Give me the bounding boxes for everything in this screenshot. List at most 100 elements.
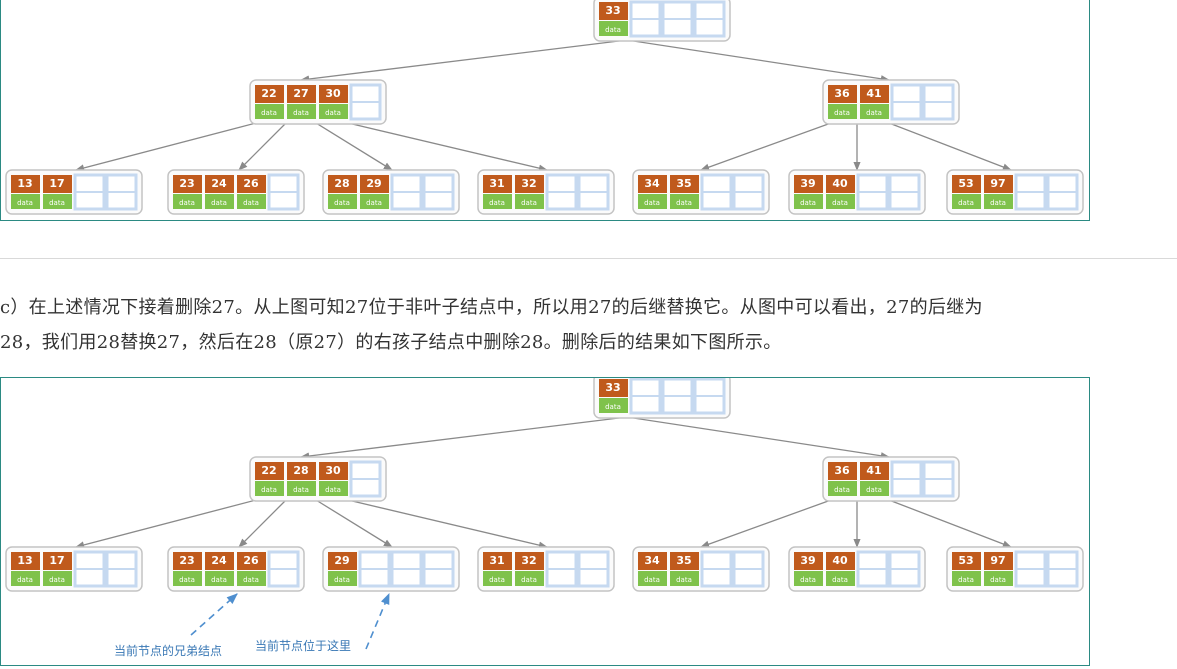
node-data-label: data: [366, 199, 382, 207]
node-data-label: data: [958, 576, 974, 584]
tree-edge: [888, 122, 1012, 171]
node-key: 26: [243, 177, 259, 190]
node-key: 41: [866, 87, 881, 100]
node-key: 53: [958, 177, 973, 190]
separator-line: [0, 258, 1177, 259]
node-data-label: data: [800, 199, 816, 207]
node-data-label: data: [293, 486, 309, 494]
node-key: 97: [990, 554, 1005, 567]
tree-edge: [238, 499, 287, 548]
node-key: 33: [605, 381, 620, 394]
node-key: 28: [293, 464, 308, 477]
node-key: 22: [261, 464, 276, 477]
node-data-label: data: [261, 109, 277, 117]
node-key: 34: [644, 554, 660, 567]
node-key: 26: [243, 554, 259, 567]
tree-edge: [347, 499, 548, 549]
node-data-label: data: [866, 109, 882, 117]
btree-diagram-before: 33 data 22 data 27 data 30 data 36 data 41 data 13 da…: [0, 0, 1090, 221]
tree-edge: [700, 122, 832, 171]
node-key: 39: [800, 554, 815, 567]
paragraph-line-2: 28，我们用28替换27，然后在28（原27）的右孩子结点中删除28。删除后的结…: [0, 332, 782, 353]
node-key: 32: [521, 554, 536, 567]
node-data-label: data: [644, 199, 660, 207]
node-key: 97: [990, 177, 1005, 190]
node-data-label: data: [990, 199, 1006, 207]
node-key: 39: [800, 177, 815, 190]
tree-edge: [300, 39, 628, 83]
node-data-label: data: [605, 26, 621, 34]
tree-edge: [347, 122, 548, 172]
node-key: 31: [489, 177, 504, 190]
tree-edge: [315, 122, 393, 171]
node-data-label: data: [676, 199, 692, 207]
node-data-label: data: [243, 576, 259, 584]
root-node: 33 data: [593, 0, 731, 42]
node-key: 36: [834, 464, 850, 477]
node-key: 24: [211, 554, 227, 567]
tree-edge: [626, 416, 890, 460]
node-key: 17: [49, 554, 64, 567]
node-key: 36: [834, 87, 850, 100]
node-data-label: data: [211, 576, 227, 584]
node-data-label: data: [293, 109, 309, 117]
node-key: 27: [293, 87, 308, 100]
btree-after-svg: 33data22data28data30data36data41data13da…: [5, 378, 1084, 658]
annotation-pointer: [365, 592, 390, 650]
node-key: 29: [366, 177, 381, 190]
node-data-label: data: [800, 576, 816, 584]
node-data-label: data: [211, 199, 227, 207]
node-key: 13: [17, 554, 32, 567]
node-data-label: data: [49, 199, 65, 207]
node-key: 31: [489, 554, 504, 567]
node-data-label: data: [832, 576, 848, 584]
node-key: 13: [17, 177, 32, 190]
node-key: 30: [325, 87, 341, 100]
btree-before-svg: 33 data 22 data 27 data 30 data 36 data 41 data 13 da…: [5, 0, 1084, 215]
node-data-label: data: [521, 576, 537, 584]
node-data-label: data: [832, 199, 848, 207]
tree-edge: [626, 39, 890, 83]
node-key: 53: [958, 554, 973, 567]
leaf-node-2: 23 data 24 data 26 data: [167, 546, 305, 592]
node-key: 35: [676, 554, 691, 567]
node-key: 40: [832, 554, 848, 567]
node-key: 40: [832, 177, 848, 190]
node-key: 24: [211, 177, 227, 190]
node-data-label: data: [325, 109, 341, 117]
node-data-label: data: [644, 576, 660, 584]
node-data-label: data: [243, 199, 259, 207]
node-key: 22: [261, 87, 276, 100]
tree-edge: [238, 122, 287, 171]
node-data-label: data: [17, 199, 33, 207]
node-data-label: data: [179, 199, 195, 207]
node-data-label: data: [834, 486, 850, 494]
tree-edge: [315, 499, 393, 548]
tree-edge: [700, 499, 832, 548]
leaf-node-6: 39 data 40 data: [788, 169, 926, 215]
node-key: 23: [179, 554, 194, 567]
node-data-label: data: [866, 486, 882, 494]
node-data-label: data: [261, 486, 277, 494]
tree-edge: [75, 499, 257, 549]
node-key: 33: [605, 4, 620, 17]
node-key: 30: [325, 464, 341, 477]
leaf-node-6: 39 data 40 data: [788, 546, 926, 592]
node-key: 17: [49, 177, 64, 190]
node-data-label: data: [334, 576, 350, 584]
node-data-label: data: [179, 576, 195, 584]
